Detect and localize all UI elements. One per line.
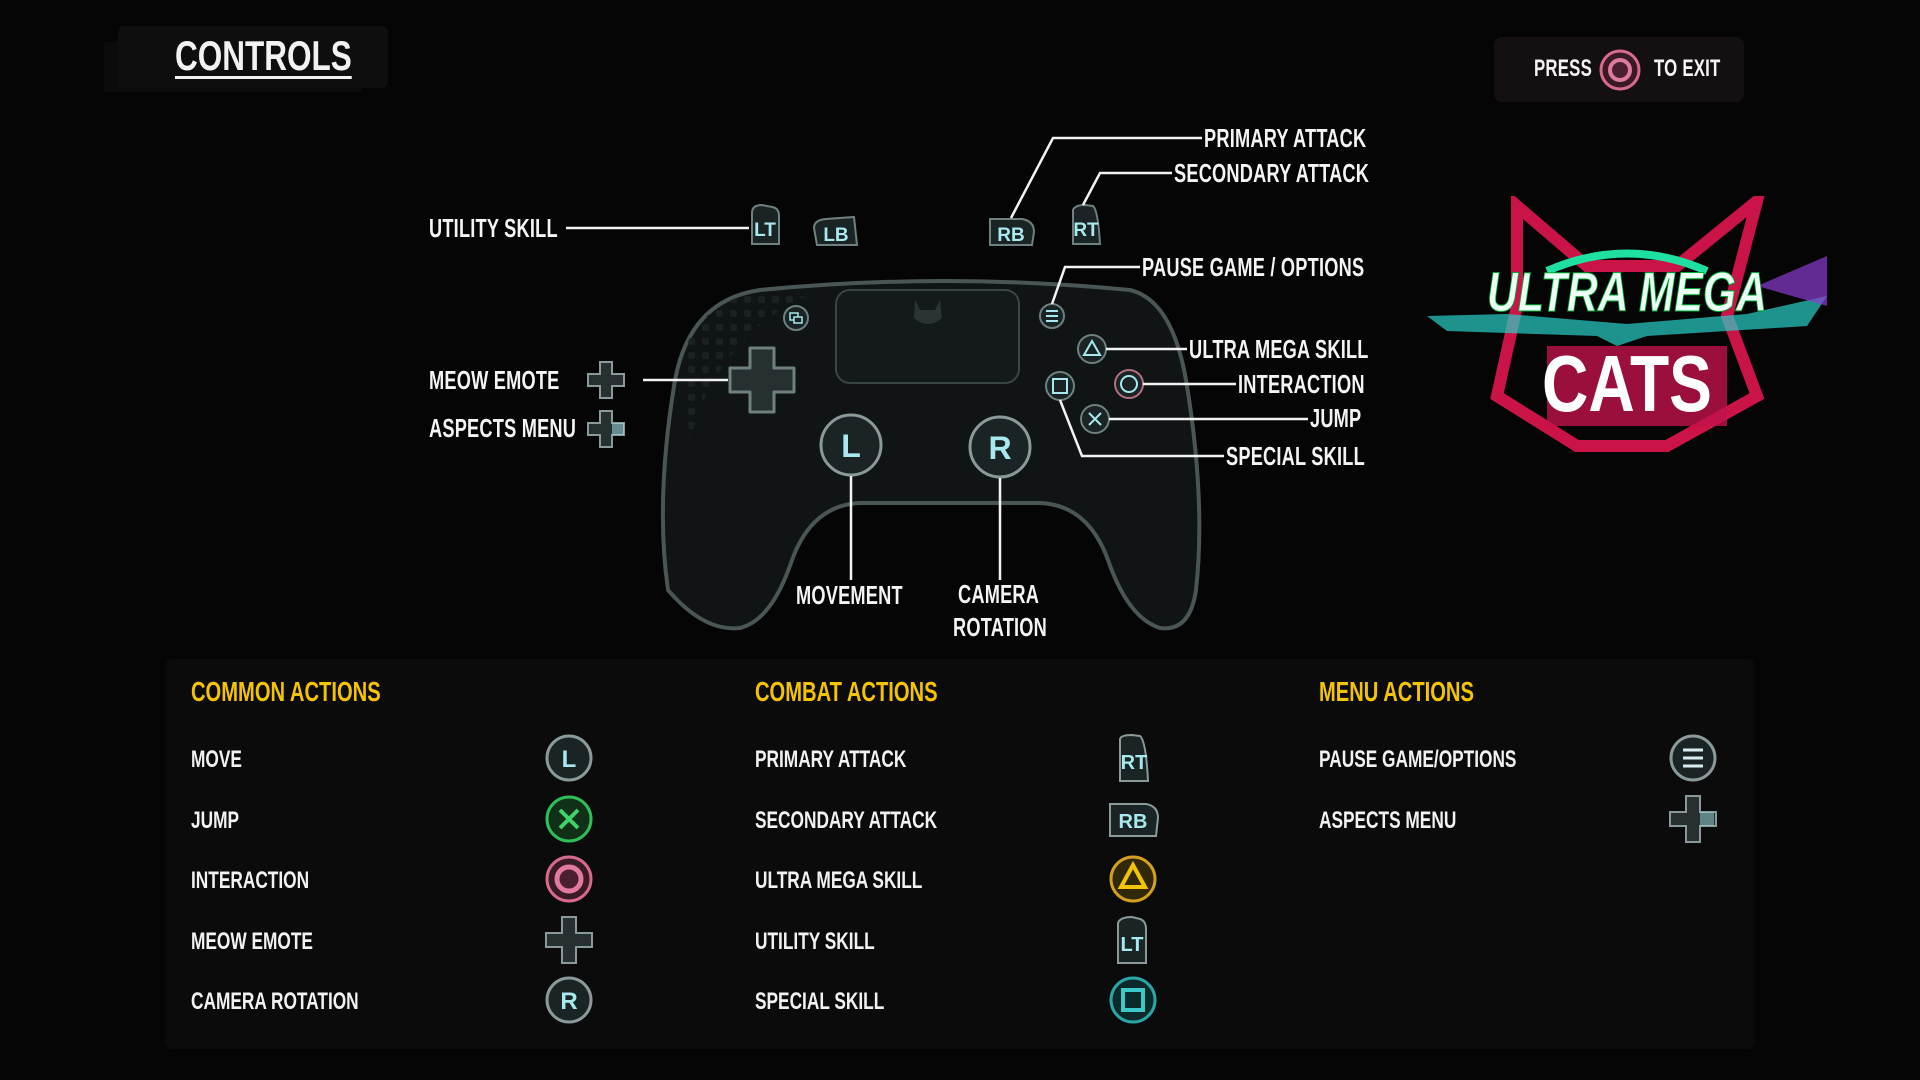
label-utility-skill: UTILITY SKILL bbox=[429, 213, 558, 243]
label-rotation: ROTATION bbox=[953, 612, 1048, 642]
svg-text:LT: LT bbox=[754, 220, 776, 241]
actions-panel bbox=[165, 659, 1755, 1049]
exit-hint[interactable]: PRESS TO EXIT bbox=[1494, 37, 1744, 102]
rb-button-icon: RB bbox=[1109, 803, 1160, 837]
action-label: SPECIAL SKILL bbox=[755, 988, 885, 1015]
controller-body bbox=[660, 279, 1202, 631]
svg-text:R: R bbox=[988, 430, 1011, 466]
right-stick[interactable]: R bbox=[968, 415, 1032, 479]
label-meow-emote: MEOW EMOTE bbox=[429, 365, 560, 395]
aspects-menu-dpad-icon bbox=[587, 410, 625, 448]
action-label: CAMERA ROTATION bbox=[191, 988, 359, 1015]
label-pause: PAUSE GAME / OPTIONS bbox=[1142, 252, 1365, 282]
right-stick-icon: R bbox=[545, 976, 593, 1024]
svg-text:L: L bbox=[841, 428, 861, 464]
action-label: INTERACTION bbox=[191, 867, 310, 894]
svg-text:R: R bbox=[560, 988, 577, 1015]
circle-button-icon bbox=[1599, 49, 1641, 91]
lb-button[interactable]: LB bbox=[812, 215, 859, 246]
title-panel bbox=[118, 26, 388, 88]
rt-button-icon: RT bbox=[1119, 733, 1150, 782]
game-logo: ULTRA MEGA CATS bbox=[1427, 196, 1827, 452]
svg-text:LB: LB bbox=[823, 225, 848, 246]
dpad[interactable] bbox=[728, 346, 796, 414]
action-label: UTILITY SKILL bbox=[755, 928, 875, 955]
page-title: CONTROLS bbox=[175, 32, 352, 79]
action-label: ASPECTS MENU bbox=[1319, 807, 1457, 834]
label-ultra-mega-skill: ULTRA MEGA SKILL bbox=[1189, 334, 1369, 364]
lt-button[interactable]: LT bbox=[751, 203, 780, 245]
section-title: MENU ACTIONS bbox=[1319, 676, 1474, 707]
label-interaction: INTERACTION bbox=[1238, 369, 1365, 399]
svg-text:L: L bbox=[562, 746, 577, 773]
left-stick[interactable]: L bbox=[819, 413, 883, 477]
meow-emote-dpad-icon bbox=[587, 361, 625, 399]
label-aspects-menu: ASPECTS MENU bbox=[429, 413, 577, 443]
section-title: COMBAT ACTIONS bbox=[755, 676, 938, 707]
circle-button[interactable] bbox=[1114, 369, 1144, 399]
action-label: PAUSE GAME/OPTIONS bbox=[1319, 746, 1517, 773]
section-title: COMMON ACTIONS bbox=[191, 676, 381, 707]
triangle-button-icon bbox=[1109, 855, 1157, 903]
exit-press-text: PRESS bbox=[1534, 55, 1593, 82]
share-button[interactable] bbox=[783, 305, 809, 331]
svg-text:RT: RT bbox=[1073, 220, 1099, 241]
label-camera: CAMERA bbox=[958, 579, 1040, 609]
svg-text:RB: RB bbox=[1119, 811, 1148, 833]
square-button[interactable] bbox=[1045, 371, 1075, 401]
cross-button-icon bbox=[545, 795, 593, 843]
svg-text:RB: RB bbox=[997, 225, 1024, 246]
rt-button[interactable]: RT bbox=[1072, 203, 1102, 245]
action-label: PRIMARY ATTACK bbox=[755, 746, 907, 773]
label-jump: JUMP bbox=[1310, 403, 1362, 433]
leader-lines bbox=[566, 136, 1308, 580]
square-button-icon bbox=[1109, 976, 1157, 1024]
label-secondary-attack: SECONDARY ATTACK bbox=[1174, 158, 1370, 188]
options-button[interactable] bbox=[1039, 303, 1065, 329]
dpad-icon bbox=[1669, 795, 1717, 843]
options-button-icon bbox=[1669, 734, 1717, 782]
label-primary-attack: PRIMARY ATTACK bbox=[1204, 123, 1367, 153]
circle-button-icon bbox=[545, 855, 593, 903]
action-label: SECONDARY ATTACK bbox=[755, 807, 938, 834]
label-special-skill: SPECIAL SKILL bbox=[1226, 441, 1365, 471]
left-stick-icon: L bbox=[545, 734, 593, 782]
action-label: JUMP bbox=[191, 807, 240, 834]
svg-text:CATS: CATS bbox=[1542, 339, 1712, 428]
action-label: MOVE bbox=[191, 746, 242, 773]
exit-to-text: TO EXIT bbox=[1654, 55, 1721, 82]
action-label: ULTRA MEGA SKILL bbox=[755, 867, 923, 894]
cross-button[interactable] bbox=[1080, 404, 1110, 434]
svg-text:ULTRA MEGA: ULTRA MEGA bbox=[1487, 260, 1767, 323]
svg-text:LT: LT bbox=[1121, 934, 1144, 956]
lt-button-icon: LT bbox=[1117, 915, 1147, 964]
dpad-icon bbox=[545, 916, 593, 964]
triangle-button[interactable] bbox=[1077, 334, 1107, 364]
svg-text:RT: RT bbox=[1121, 752, 1148, 774]
controller-diagram: LT LB RB RT L R bbox=[566, 136, 1308, 631]
cat-logo-icon bbox=[914, 300, 942, 324]
action-label: MEOW EMOTE bbox=[191, 928, 313, 955]
rb-button[interactable]: RB bbox=[989, 218, 1036, 246]
label-movement: MOVEMENT bbox=[796, 580, 903, 610]
